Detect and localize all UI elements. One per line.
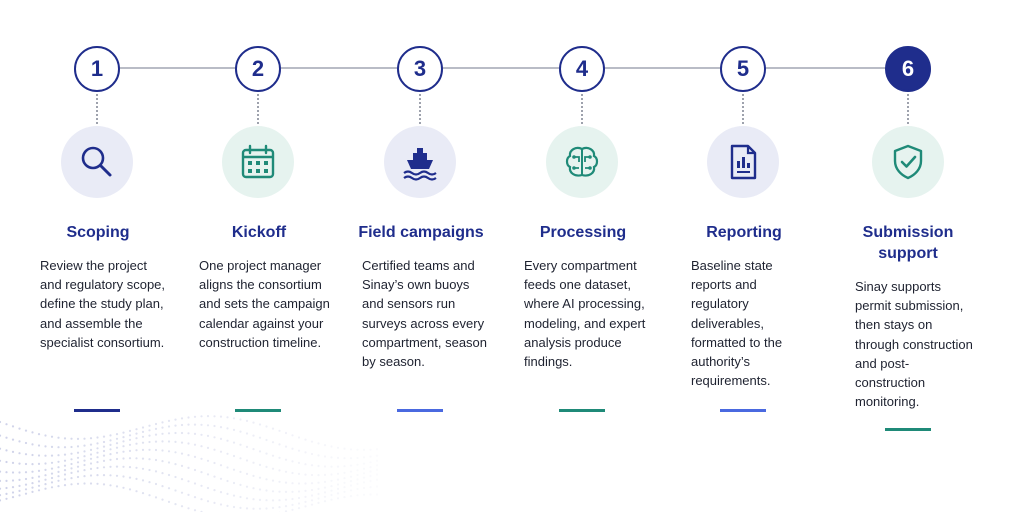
step-title: Kickoff — [231, 224, 287, 241]
step-description: Every compartment feeds one dataset, whe… — [524, 258, 646, 370]
step-title: Scoping — [66, 224, 130, 241]
step-number-badge: 6 — [885, 46, 931, 92]
step-number-badge: 5 — [720, 46, 766, 92]
dotted-connector — [419, 94, 421, 124]
brain-icon — [565, 146, 599, 177]
dotted-connector — [96, 94, 98, 124]
step-4: 4 Processing Every compartment feeds one… — [503, 0, 663, 512]
step-underline — [235, 409, 281, 412]
calendar-icon — [241, 144, 275, 179]
report-document-icon — [730, 144, 757, 180]
dotted-connector — [907, 94, 909, 124]
step-description: Review the project and regulatory scope,… — [40, 258, 166, 350]
dotted-connector — [581, 94, 583, 124]
step-description: Sinay supports permit submission, then s… — [855, 279, 973, 410]
step-5: 5 Reporting Baseline state reports and r… — [664, 0, 824, 512]
ship-icon — [403, 148, 437, 181]
icon-circle — [872, 126, 944, 198]
step-underline — [885, 428, 931, 431]
decorative-dot-wave — [0, 415, 379, 512]
step-number-badge: 4 — [559, 46, 605, 92]
step-title: Submission support — [862, 224, 954, 262]
step-underline — [397, 409, 443, 412]
step-underline — [720, 409, 766, 412]
dotted-connector — [257, 94, 259, 124]
step-3: 3 Field campaigns Certified teams and Si… — [341, 0, 501, 512]
timeline-connector-line — [97, 67, 907, 69]
step-2: 2 Kickoff One project manager aligns the… — [179, 0, 339, 512]
step-description: One project manager aligns the consortiu… — [199, 258, 330, 350]
step-number-badge: 1 — [74, 46, 120, 92]
step-title: Processing — [539, 224, 627, 241]
step-number-badge: 2 — [235, 46, 281, 92]
icon-circle — [384, 126, 456, 198]
step-number-badge: 3 — [397, 46, 443, 92]
magnifier-icon — [81, 146, 112, 177]
step-underline — [74, 409, 120, 412]
step-title: Reporting — [706, 224, 782, 241]
dotted-connector — [742, 94, 744, 124]
step-6: 6 Submission support Sinay supports perm… — [829, 0, 989, 512]
icon-circle — [546, 126, 618, 198]
step-description: Certified teams and Sinay’s own buoys an… — [362, 258, 488, 370]
icon-circle — [222, 126, 294, 198]
icon-circle — [61, 126, 133, 198]
step-1: 1 Scoping Review the project and regulat… — [18, 0, 178, 512]
step-description: Baseline state reports and regulatory de… — [691, 258, 783, 389]
step-underline — [559, 409, 605, 412]
icon-circle — [707, 126, 779, 198]
shield-check-icon — [893, 144, 923, 180]
step-title: Field campaigns — [358, 224, 484, 241]
